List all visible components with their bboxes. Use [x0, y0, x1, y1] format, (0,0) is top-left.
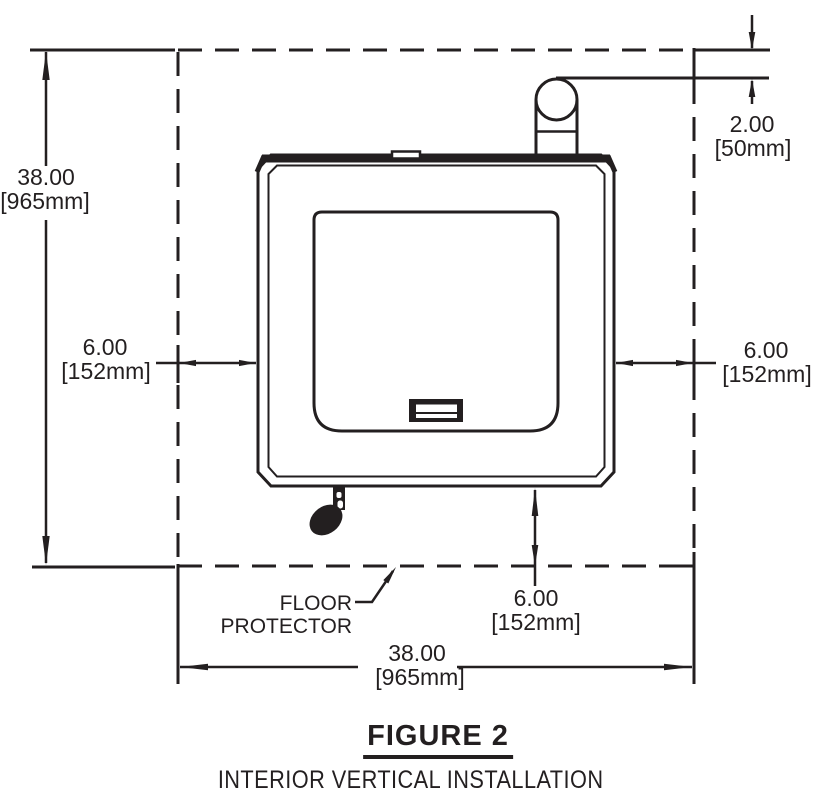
arrowhead-left: [179, 359, 196, 367]
dim-pipe-clearance-value: 2.00: [729, 111, 775, 137]
pendant-knob: [309, 504, 343, 536]
dimension-left-clearance: [156, 359, 256, 367]
dim-front-clearance-metric: [152mm]: [491, 609, 581, 635]
floor-protector-leader: [355, 567, 396, 604]
figure-title: FIGURE 2: [363, 722, 513, 759]
arrowhead-left: [616, 359, 633, 367]
stove-top-tab: [390, 150, 422, 160]
dimension-pipe-clearance: [748, 15, 756, 104]
dimension-front-clearance: [531, 488, 539, 586]
figure-subtitle: INTERIOR VERTICAL INSTALLATION: [0, 768, 822, 793]
pendant-link-hole-upper: [336, 492, 342, 498]
stove-inner-outline: [267, 164, 606, 478]
floor-protector-label-line1: FLOOR: [279, 592, 352, 615]
floor-protector-label: FLOOR PROTECTOR: [221, 592, 352, 638]
leader-arrowhead: [383, 567, 396, 584]
stove: [254, 150, 618, 536]
door-handle-slot-upper: [416, 404, 457, 412]
dim-overall-height-value: 38.00: [17, 164, 75, 190]
flue-collar: [534, 77, 579, 122]
dimension-right-clearance: [616, 359, 716, 367]
stove-door: [312, 210, 560, 433]
dimension-overall-width: [180, 663, 692, 671]
damper-pendant: [309, 487, 345, 536]
stove-top-right-bevel: [605, 154, 618, 174]
arrowhead-down: [748, 32, 756, 50]
arrowhead-right: [239, 359, 256, 367]
floor-protector-boundary: [176, 48, 696, 568]
arrowhead-up: [42, 51, 50, 80]
arrowhead-left: [180, 663, 208, 671]
door-handle-slot-lower: [416, 414, 457, 418]
stove-top-left-bevel: [254, 154, 267, 174]
door-handle: [409, 399, 463, 422]
dim-left-clearance-metric: [152mm]: [61, 358, 151, 384]
flue-pipe: [534, 76, 769, 157]
dimension-overall-height: [42, 51, 50, 565]
arrowhead-up: [531, 488, 539, 516]
dim-overall-height-metric: [965mm]: [0, 188, 90, 214]
dim-overall-width-metric: [965mm]: [375, 664, 465, 690]
dim-right-clearance-metric: [152mm]: [722, 361, 812, 387]
arrowhead-right: [664, 663, 692, 671]
floor-protector-label-line2: PROTECTOR: [220, 615, 352, 638]
pendant-link-hole-lower: [337, 500, 343, 509]
stove-body-outline: [256, 153, 616, 488]
arrowhead-right: [676, 359, 693, 367]
leader-line: [355, 570, 395, 604]
extension-lines: [30, 48, 770, 684]
arrowhead-down: [42, 536, 50, 565]
arrowhead-down: [531, 545, 539, 566]
dim-overall-width-value: 38.00: [388, 640, 446, 666]
dim-front-clearance-value: 6.00: [513, 585, 559, 611]
figure-subtitle-text: INTERIOR VERTICAL INSTALLATION: [218, 766, 604, 794]
dim-right-clearance-value: 6.00: [743, 337, 789, 363]
dim-pipe-clearance-metric: [50mm]: [714, 135, 792, 161]
dim-left-clearance-value: 6.00: [82, 334, 128, 360]
